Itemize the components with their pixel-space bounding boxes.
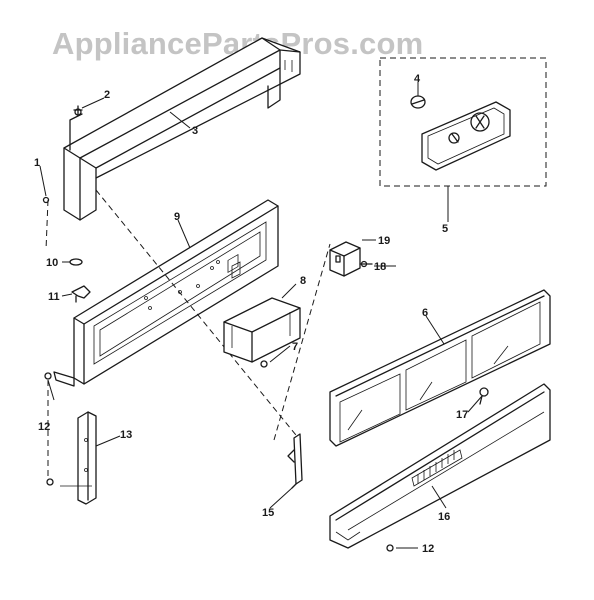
part-15-bracket (287, 433, 303, 489)
part-12-screw-bottom (386, 544, 394, 552)
callout-2: 2 (104, 89, 110, 101)
callout-16: 16 (438, 511, 450, 523)
part-11-clip (71, 285, 91, 303)
part-9-control-panel-frame (53, 199, 279, 387)
alignment-dashed-lines (45, 189, 331, 441)
callout-15: 15 (262, 507, 274, 519)
callout-19: 19 (378, 235, 390, 247)
callout-9: 9 (174, 211, 180, 223)
callout-10: 10 (46, 257, 58, 269)
part-4-knob (410, 95, 426, 109)
part-12-screws-left (44, 372, 54, 486)
callout-1: 1 (34, 157, 40, 169)
callout-4: 4 (414, 73, 421, 85)
callout-5: 5 (442, 223, 448, 235)
part-2-screw (73, 105, 83, 116)
part-7-screw (260, 360, 268, 368)
part-6-glass-panel (329, 289, 551, 447)
callout-12-left: 12 (38, 421, 50, 433)
part-18-screw (359, 260, 373, 268)
callout-11: 11 (48, 291, 60, 303)
part-13-side-bracket (60, 411, 97, 505)
part-8-switch-housing (223, 297, 301, 363)
callout-12-bottom: 12 (422, 543, 434, 555)
part-1-screw (42, 196, 50, 204)
callout-13: 13 (120, 429, 132, 441)
part-17-fastener (479, 387, 489, 405)
callout-3: 3 (192, 125, 198, 137)
part-3-backguard-shell (63, 37, 301, 221)
callout-6: 6 (422, 307, 428, 319)
callout-8: 8 (300, 275, 306, 287)
callout-labels: 1 2 3 4 5 6 7 8 9 10 11 12 13 15 16 17 1… (34, 73, 468, 555)
part-19-component (329, 241, 361, 277)
part-16-trim-strip (329, 383, 551, 549)
callout-7: 7 (292, 341, 298, 353)
part-10-washer (69, 258, 83, 266)
callout-leader-lines (39, 82, 483, 549)
callout-18: 18 (374, 261, 386, 273)
part-5-inset-assembly (379, 57, 547, 187)
callout-17: 17 (456, 409, 468, 421)
